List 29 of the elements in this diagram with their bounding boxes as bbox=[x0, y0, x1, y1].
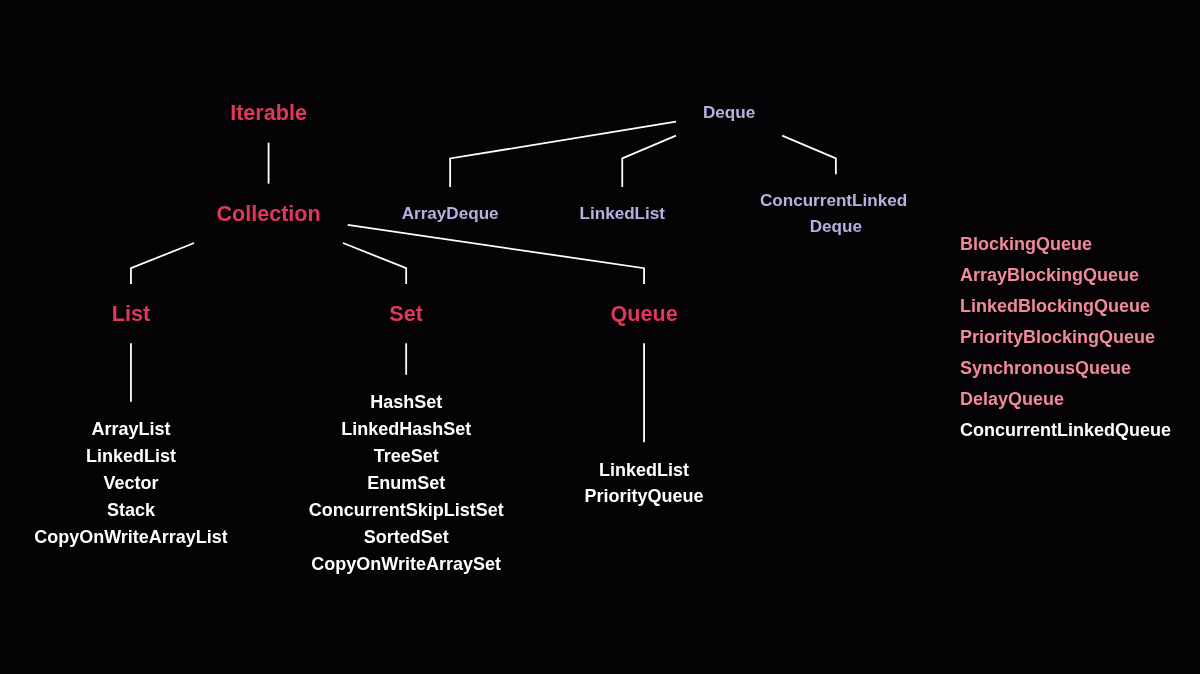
connector bbox=[342, 242, 408, 285]
class-name-label: SynchronousQueue bbox=[960, 357, 1132, 379]
connector bbox=[346, 224, 645, 285]
class-name-label: BlockingQueue bbox=[960, 233, 1093, 255]
connector bbox=[643, 342, 645, 444]
node-text: LinkedList PriorityQueue bbox=[584, 459, 704, 507]
node-text: Deque bbox=[702, 102, 756, 122]
node-text: Collection bbox=[216, 200, 321, 226]
node-text: ArrayDeque bbox=[401, 203, 499, 223]
node-text: ArrayList LinkedList Vector Stack CopyOnWriteArrayList bbox=[34, 418, 228, 547]
node-text: Iterable bbox=[230, 100, 307, 125]
class-name-label: DelayQueue bbox=[960, 388, 1065, 410]
node-text: HashSet LinkedHashSet TreeSet EnumSet ConcurrentSkipListSet SortedSet CopyOnWriteArraySet bbox=[308, 391, 504, 574]
connector bbox=[621, 134, 677, 188]
connector bbox=[130, 342, 132, 403]
connector bbox=[130, 242, 196, 285]
class-name-label: PriorityBlockingQueue bbox=[960, 326, 1156, 348]
class-name-label: ConcurrentLinkedQueue bbox=[960, 419, 1172, 441]
connector bbox=[405, 342, 408, 376]
connector bbox=[267, 141, 270, 185]
node-text: Set bbox=[389, 301, 423, 326]
node-text: List bbox=[111, 301, 151, 326]
node-text: LinkedList bbox=[579, 203, 665, 223]
class-name-label: LinkedBlockingQueue bbox=[960, 295, 1151, 317]
class-name-label: ArrayBlockingQueue bbox=[960, 264, 1140, 286]
node-text: Queue bbox=[610, 301, 678, 326]
connector bbox=[449, 120, 677, 188]
connector bbox=[781, 134, 837, 176]
node-text: ConcurrentLinked Deque bbox=[759, 190, 908, 235]
